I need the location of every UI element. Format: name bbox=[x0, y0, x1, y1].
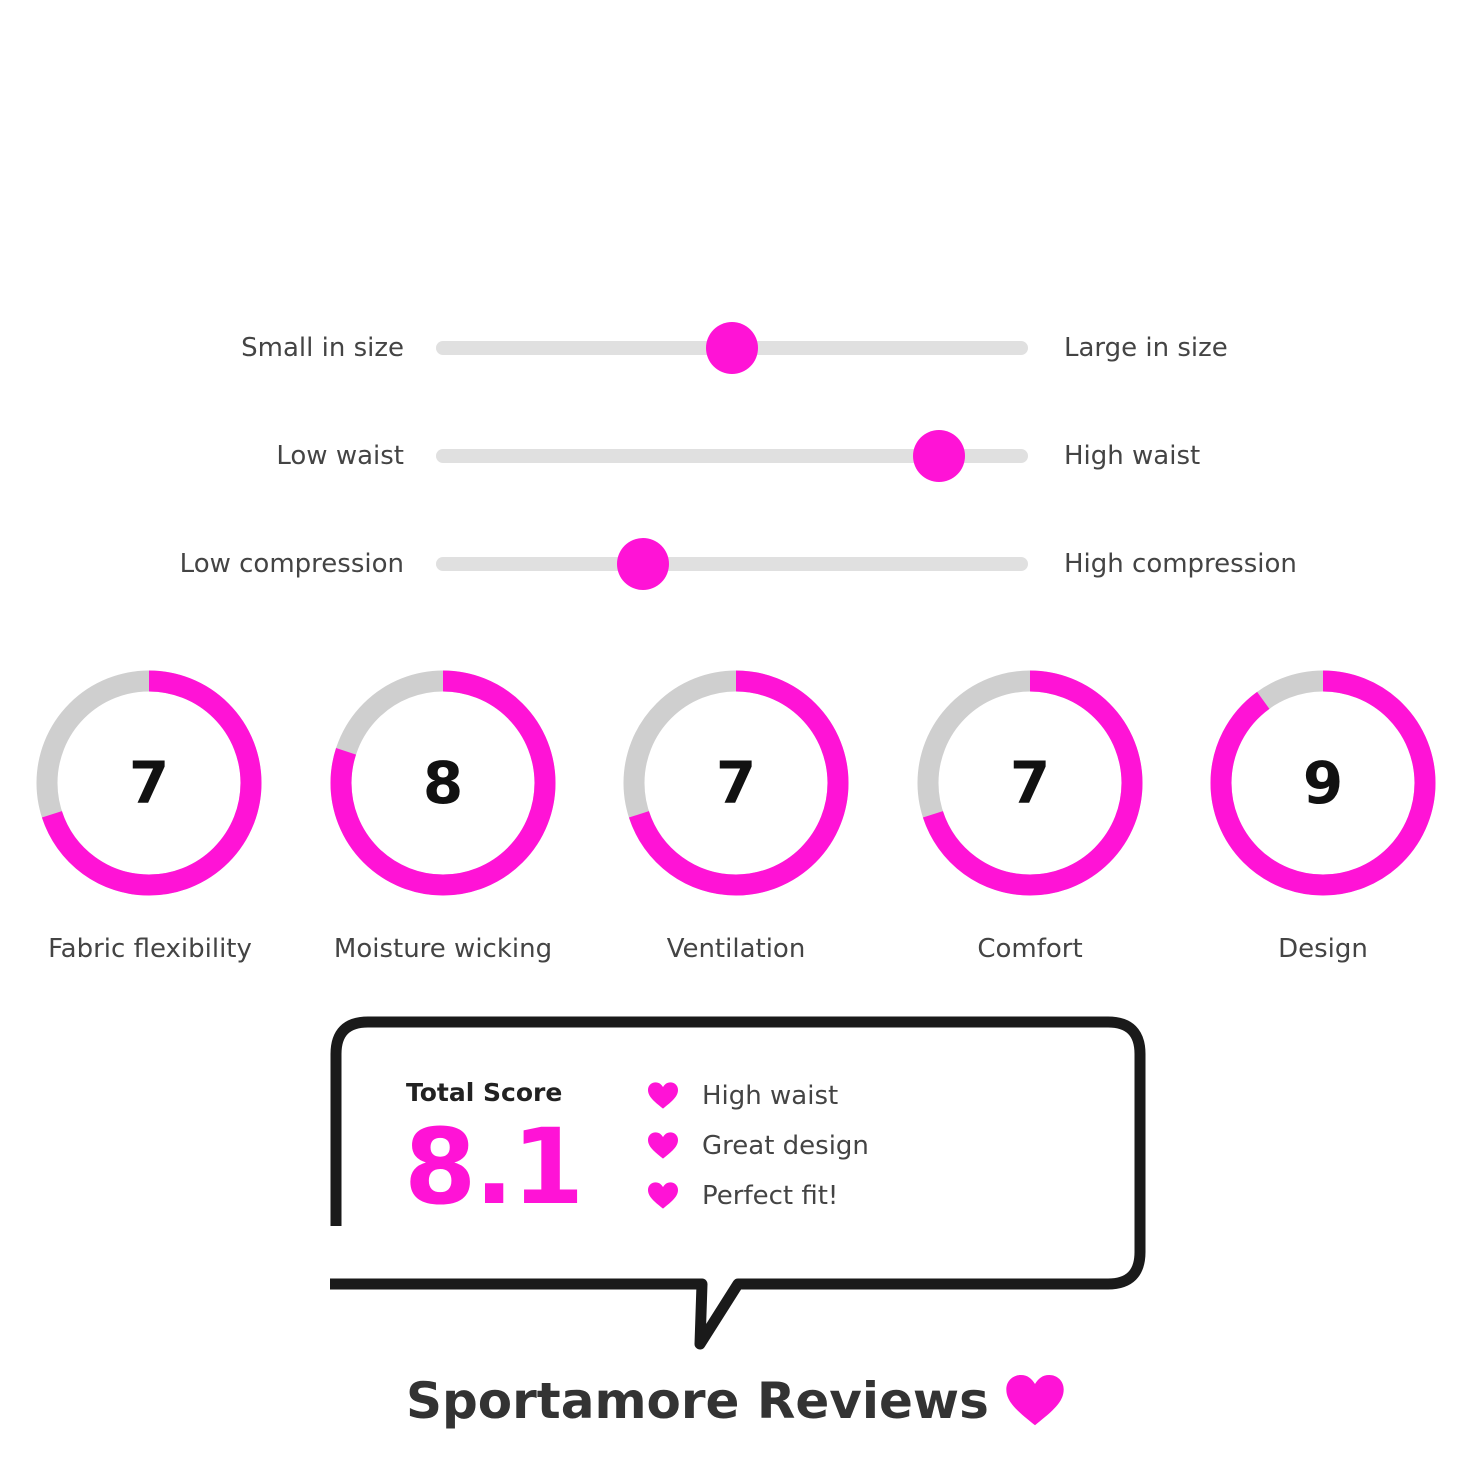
gauge-value-arc bbox=[36, 670, 262, 896]
slider-size: Small in size Large in size bbox=[0, 318, 1470, 378]
gauge-label: Moisture wicking bbox=[333, 934, 553, 964]
gauge-label: Fabric flexibility bbox=[48, 934, 252, 964]
rating-gauge-ventilation: 7 bbox=[621, 668, 851, 898]
gauge-value-arc bbox=[330, 670, 556, 896]
pro-text: Great design bbox=[702, 1131, 869, 1161]
gauge-label: Design bbox=[1278, 934, 1368, 964]
gauge-value-arc bbox=[917, 670, 1143, 896]
pro-text: Perfect fit! bbox=[702, 1181, 839, 1211]
heart-icon bbox=[648, 1182, 678, 1209]
gauge-ring bbox=[1210, 670, 1436, 896]
heart-icon bbox=[648, 1082, 678, 1109]
slider-knob[interactable] bbox=[913, 430, 966, 482]
slider-right-label: High compression bbox=[1064, 549, 1297, 579]
gauge-score: 7 bbox=[128, 749, 170, 817]
gauge-score: 9 bbox=[1302, 749, 1344, 817]
pro-text: High waist bbox=[702, 1081, 839, 1111]
rating-gauge-design: 9 bbox=[1208, 668, 1438, 898]
gauge-ring bbox=[330, 670, 556, 896]
gauge-label: Ventilation bbox=[666, 934, 806, 964]
rating-gauge-fabric-flexibility: 7 bbox=[34, 668, 264, 898]
slider-knob[interactable] bbox=[617, 538, 670, 590]
gauge-value-arc bbox=[1210, 670, 1436, 896]
gauge-score: 8 bbox=[422, 749, 464, 817]
gauge-score: 7 bbox=[715, 749, 757, 817]
heart-icon bbox=[1006, 1375, 1064, 1426]
rating-gauge-moisture-wicking: 8 bbox=[328, 668, 558, 898]
slider-left-label: Low compression bbox=[179, 549, 404, 579]
slider-track[interactable] bbox=[436, 557, 1028, 571]
total-score-value: 8.1 bbox=[404, 1106, 584, 1228]
slider-left-label: Small in size bbox=[241, 333, 404, 363]
slider-knob[interactable] bbox=[706, 322, 758, 374]
gauge-ring bbox=[917, 670, 1143, 896]
brand-footer: Sportamore Reviews bbox=[0, 1372, 1470, 1442]
rating-gauge-comfort: 7 bbox=[915, 668, 1145, 898]
gauge-ring bbox=[623, 670, 849, 896]
gauge-value-arc bbox=[623, 670, 849, 896]
slider-compression: Low compression High compression bbox=[0, 534, 1470, 594]
slider-waist: Low waist High waist bbox=[0, 426, 1470, 486]
slider-right-label: Large in size bbox=[1064, 333, 1228, 363]
heart-icon bbox=[648, 1132, 678, 1159]
slider-left-label: Low waist bbox=[276, 441, 404, 471]
gauge-label: Comfort bbox=[977, 934, 1083, 964]
gauge-ring bbox=[36, 670, 262, 896]
total-score-title: Total Score bbox=[406, 1078, 563, 1107]
slider-right-label: High waist bbox=[1064, 441, 1201, 471]
brand-name: Sportamore Reviews bbox=[406, 1372, 989, 1430]
gauge-score: 7 bbox=[1009, 749, 1051, 817]
slider-track[interactable] bbox=[436, 449, 1028, 463]
